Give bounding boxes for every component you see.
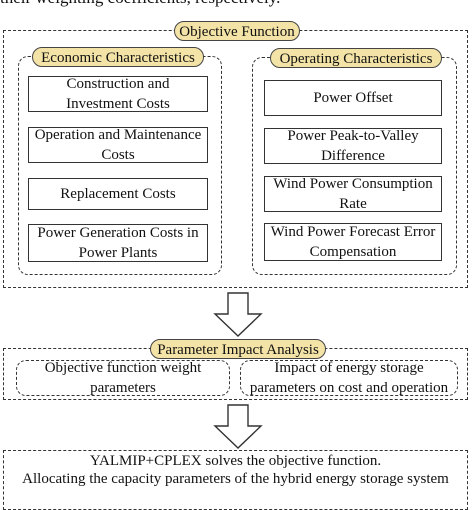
- down-arrow-icon: [213, 292, 263, 337]
- weight-parameters-text: Objective function weight parameters: [44, 360, 202, 396]
- power-offset-box: Power Offset: [264, 80, 442, 116]
- parameter-impact-title: Parameter Impact Analysis: [150, 339, 326, 359]
- solve-text-line2: Allocating the capacity parameters of th…: [22, 471, 449, 487]
- wind-power-forecast-error-box: Wind Power Forecast Error Compensation: [264, 223, 442, 261]
- solve-text-line1: YALMIP+CPLEX solves the objective functi…: [89, 453, 382, 469]
- economic-characteristics-title: Economic Characteristics: [32, 47, 204, 67]
- operating-characteristics-title: Operating Characteristics: [270, 48, 442, 68]
- down-arrow-icon: [213, 404, 263, 449]
- weight-parameters-box: [16, 360, 230, 396]
- power-peak-to-valley-box: Power Peak-to-Valley Difference: [264, 128, 442, 164]
- caption-text: their weighting coefficients, respective…: [0, 0, 474, 8]
- construction-investment-costs-box: Construction and Investment Costs: [28, 76, 208, 112]
- power-generation-costs-box: Power Generation Costs in Power Plants: [28, 224, 208, 262]
- storage-parameters-box: [240, 360, 458, 396]
- replacement-costs-box: Replacement Costs: [28, 178, 208, 210]
- storage-parameters-text: Impact of energy storage parameters on c…: [249, 360, 449, 396]
- wind-power-consumption-box: Wind Power Consumption Rate: [264, 176, 442, 212]
- objective-function-title: Objective Function: [174, 21, 300, 41]
- operation-maintenance-costs-box: Operation and Maintenance Costs: [28, 127, 208, 163]
